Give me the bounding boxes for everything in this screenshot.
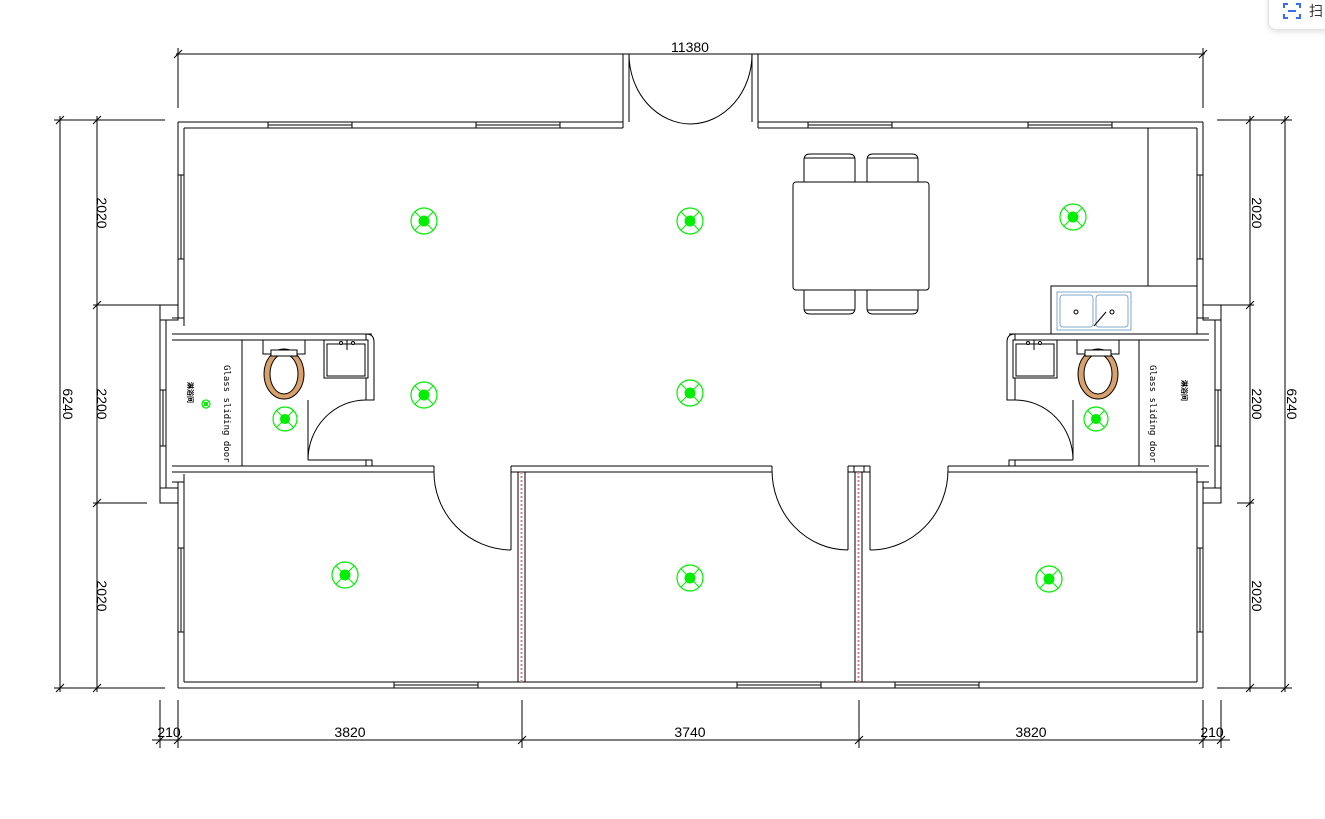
dim-bottom-right-offset: 210 bbox=[1200, 724, 1224, 740]
scan-tag-text: 扫 bbox=[1309, 4, 1323, 20]
ceiling-light-icon bbox=[676, 379, 704, 407]
dim-bottom-room-3: 3820 bbox=[1015, 724, 1046, 740]
left-shower-label: Glass sliding door 淋浴间 bbox=[186, 365, 231, 463]
partition-hatching bbox=[520, 472, 860, 682]
dim-right-lower: 2020 bbox=[1249, 580, 1265, 611]
dim-left-lower: 2020 bbox=[94, 580, 110, 611]
ceiling-light-icon bbox=[331, 561, 359, 589]
ceiling-light-icon bbox=[1083, 406, 1109, 432]
windows bbox=[159, 121, 1222, 689]
ceiling-lights bbox=[201, 203, 1109, 593]
left-basin bbox=[323, 339, 369, 379]
dim-top-total: 11380 bbox=[671, 39, 709, 55]
ceiling-light-icon bbox=[1059, 203, 1087, 231]
dim-left-middle: 2200 bbox=[94, 388, 110, 419]
exterior-walls bbox=[159, 121, 1222, 689]
dining-table bbox=[792, 153, 930, 315]
dim-right-middle: 2200 bbox=[1249, 388, 1265, 419]
ceiling-light-icon bbox=[410, 207, 438, 235]
dim-right-total: 6240 bbox=[1284, 388, 1300, 419]
right-toilet bbox=[1076, 339, 1120, 400]
dim-bottom-left-offset: 210 bbox=[157, 724, 181, 740]
dimension-lines bbox=[54, 48, 1292, 748]
ceiling-light-icon bbox=[1035, 565, 1063, 593]
ceiling-light-icon bbox=[201, 399, 211, 409]
interior-walls bbox=[172, 333, 1209, 682]
dim-right-upper: 2020 bbox=[1249, 197, 1265, 228]
right-cjk-label: 淋浴间 bbox=[1180, 380, 1189, 401]
scan-icon bbox=[1283, 3, 1301, 19]
left-cjk-label: 淋浴间 bbox=[186, 382, 195, 403]
dim-bottom-room-2: 3740 bbox=[674, 724, 705, 740]
dim-left-total: 6240 bbox=[60, 388, 76, 419]
scan-tag[interactable]: 扫 bbox=[1268, 0, 1325, 30]
ceiling-light-icon bbox=[676, 564, 704, 592]
left-sliding-door-label: Glass sliding door bbox=[221, 365, 231, 463]
interior-doors bbox=[307, 399, 1074, 551]
right-sliding-door-label: Glass sliding door bbox=[1147, 365, 1157, 463]
dim-bottom-room-1: 3820 bbox=[334, 724, 365, 740]
kitchen-counter bbox=[1050, 128, 1198, 335]
right-shower-label: Glass sliding door 淋浴间 bbox=[1147, 365, 1189, 463]
ceiling-light-icon bbox=[410, 381, 438, 409]
left-toilet bbox=[262, 339, 306, 400]
ceiling-light-icon bbox=[676, 207, 704, 235]
front-double-door bbox=[622, 53, 759, 125]
right-basin bbox=[1012, 339, 1058, 379]
ceiling-light-icon bbox=[272, 406, 298, 432]
dim-left-upper: 2020 bbox=[94, 197, 110, 228]
